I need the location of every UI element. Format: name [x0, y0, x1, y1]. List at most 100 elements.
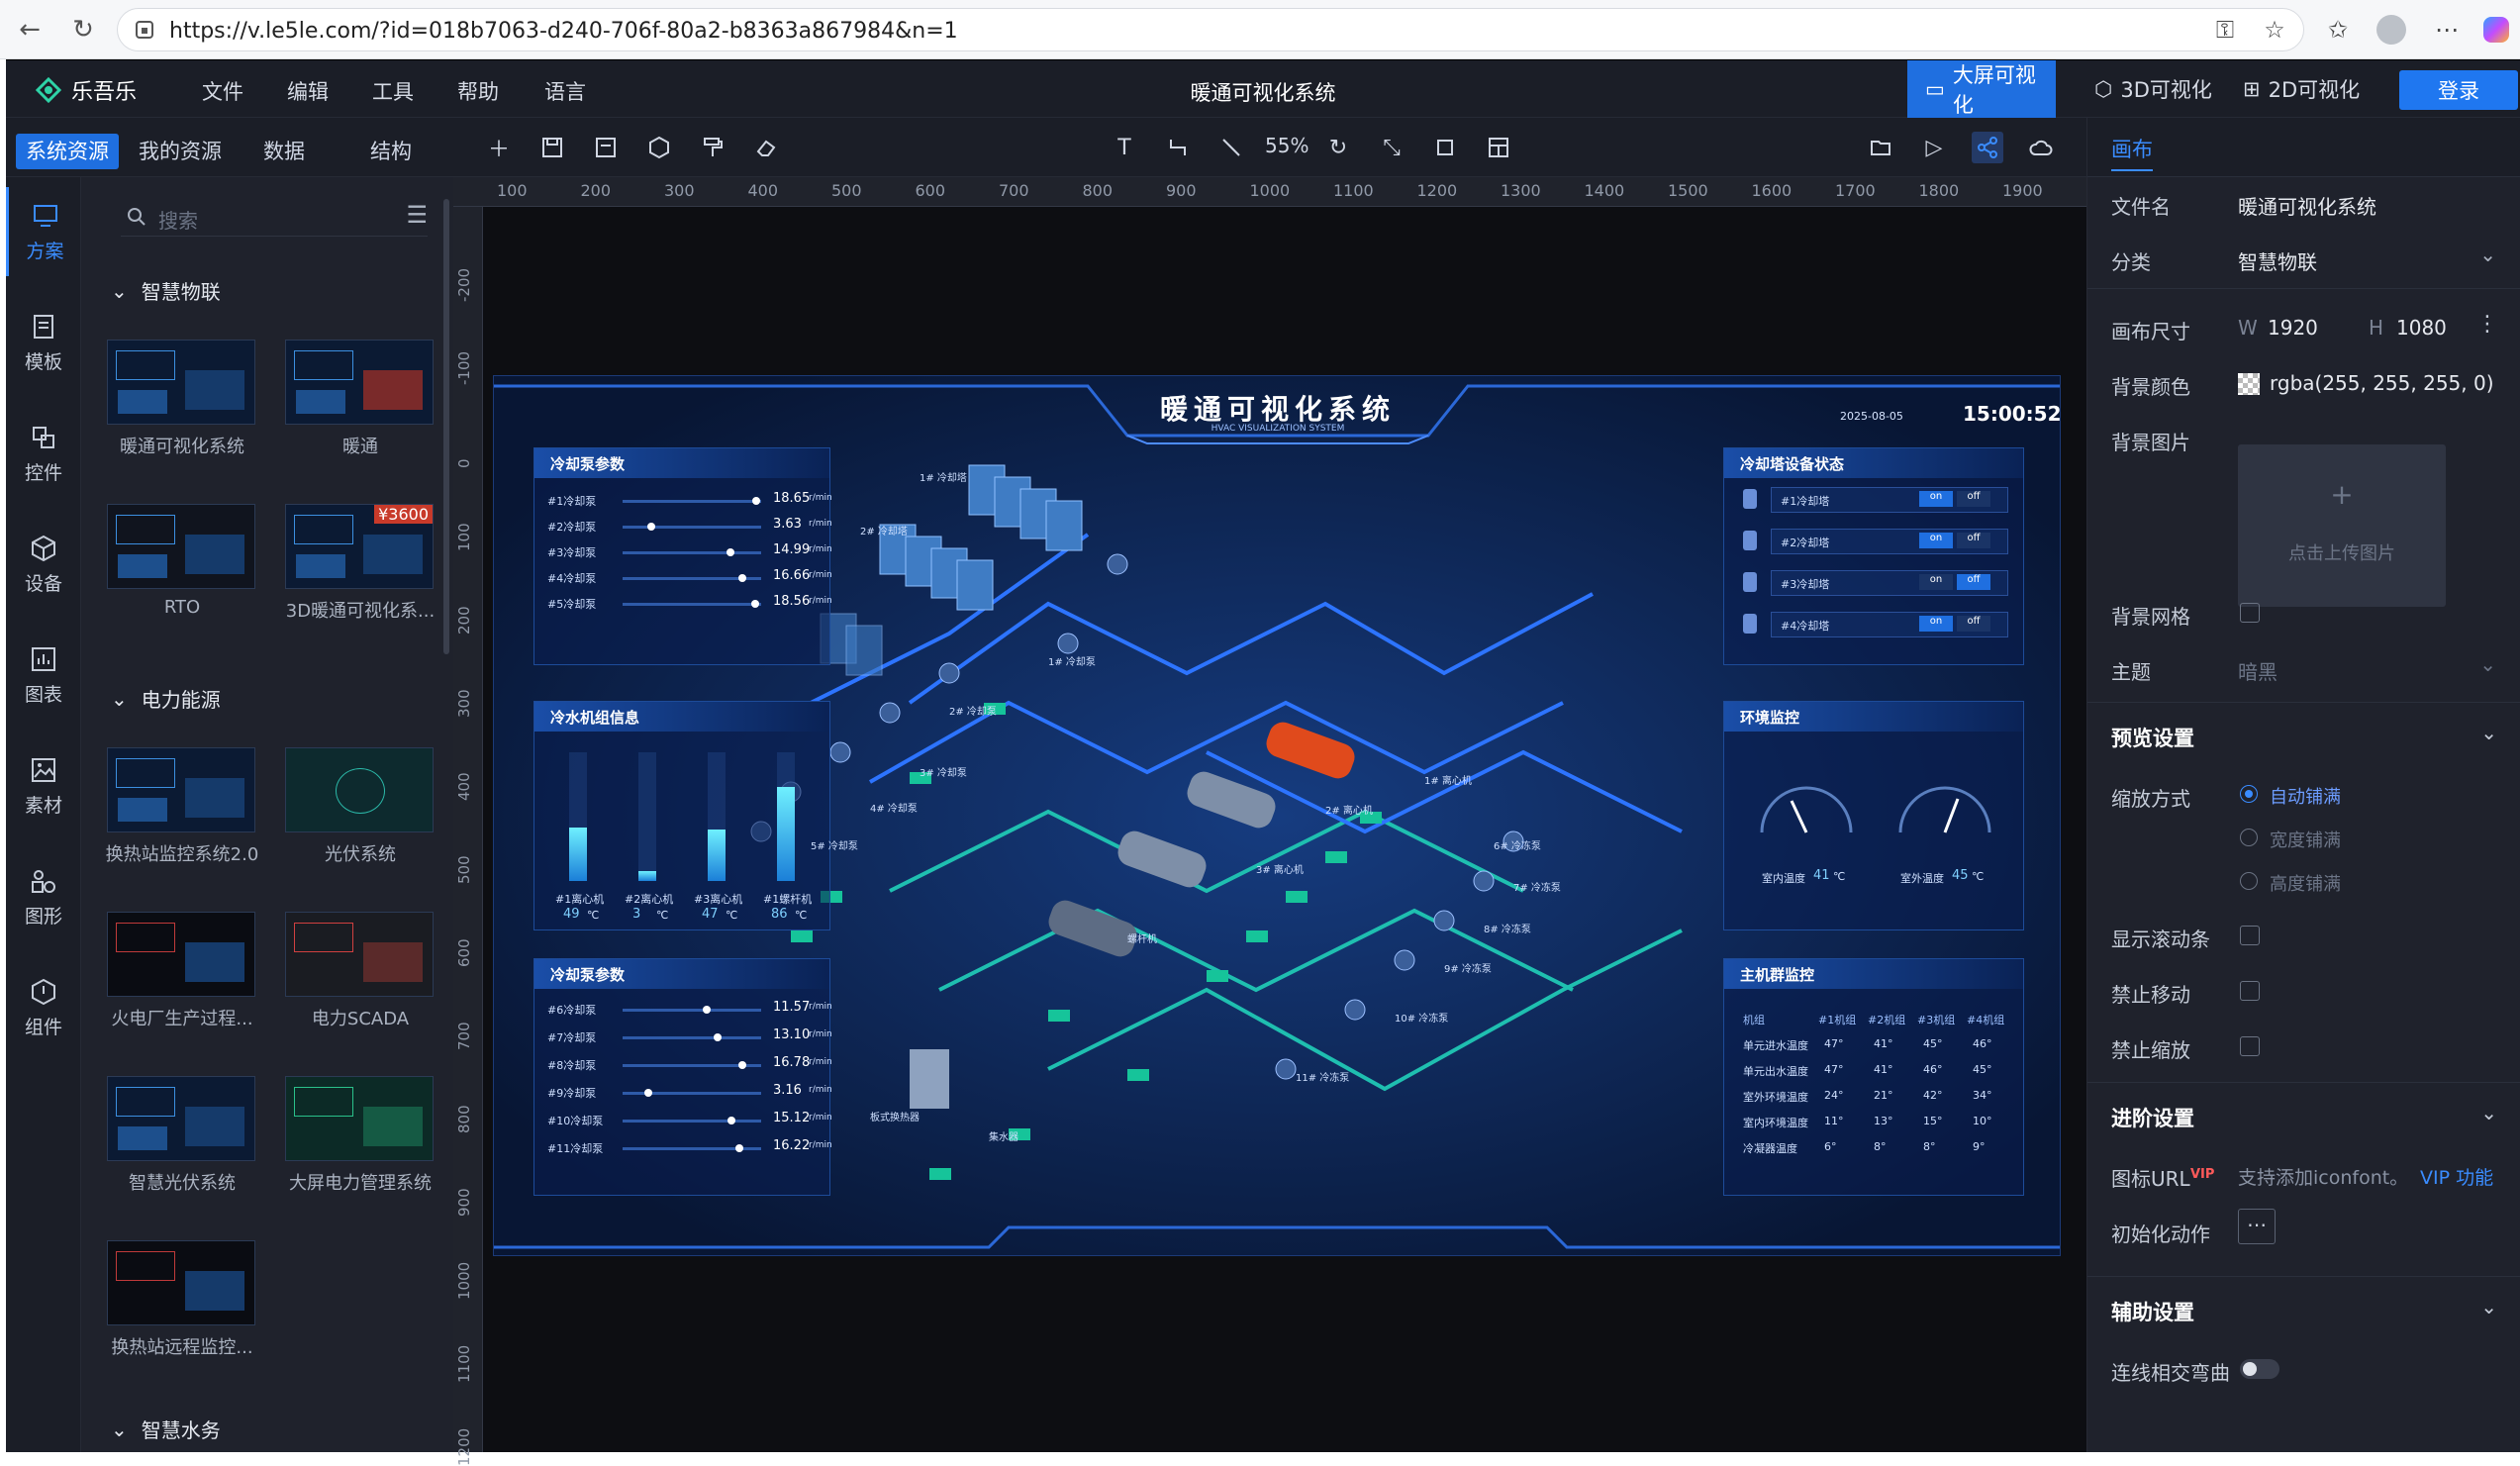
list-view-icon[interactable]: ☰	[406, 201, 428, 229]
assist-settings-section[interactable]: 辅助设置⌄	[2087, 1276, 2520, 1337]
bg-color-value[interactable]: rgba(255, 255, 255, 0)	[2270, 371, 2494, 395]
menu-language[interactable]: 语言	[544, 80, 586, 104]
share-icon[interactable]	[1972, 132, 2003, 163]
eraser-icon[interactable]	[750, 132, 782, 163]
template-thumbnail[interactable]: ¥3600	[285, 504, 434, 589]
zoom-level[interactable]: 55%	[1265, 134, 1309, 157]
on-button[interactable]: on	[1919, 533, 1953, 548]
dashboard-preview[interactable]: 暖通可视化系统 HVAC VISUALIZATION SYSTEM 2025-0…	[493, 375, 2061, 1256]
more-icon[interactable]: ⋯	[2435, 16, 2459, 44]
favorites-icon[interactable]: ✩	[2327, 16, 2349, 44]
sidebar-item-devices[interactable]: 设备	[6, 520, 81, 609]
menu-help[interactable]: 帮助	[457, 80, 499, 104]
category-header[interactable]: ⌄智慧水务	[111, 1415, 221, 1443]
tab-structure[interactable]: 结构	[370, 140, 412, 163]
component-icon[interactable]	[643, 132, 675, 163]
search-input[interactable]: 搜索 ☰	[121, 197, 428, 237]
preview-settings-section[interactable]: 预览设置⌄	[2087, 702, 2520, 763]
menu-file[interactable]: 文件	[202, 80, 243, 104]
tab-my-resources[interactable]: 我的资源	[139, 140, 222, 163]
vip-feature-link[interactable]: VIP 功能	[2420, 1167, 2494, 1189]
sidebar-item-widgets[interactable]: 控件	[6, 409, 81, 498]
play-icon[interactable]: ▷	[1925, 135, 1943, 160]
bg-grid-checkbox[interactable]	[2240, 603, 2260, 623]
straight-line-icon[interactable]	[1215, 132, 1247, 163]
square-icon[interactable]	[1429, 132, 1461, 163]
category-header[interactable]: ⌄电力能源	[111, 684, 221, 713]
line-icon[interactable]	[1162, 132, 1194, 163]
reset-icon[interactable]: ↻	[1328, 135, 1348, 160]
template-thumbnail[interactable]	[107, 340, 255, 425]
template-thumbnail[interactable]	[107, 912, 255, 997]
init-action-button[interactable]: ⋯	[2238, 1209, 2276, 1244]
add-icon[interactable]: ＋	[487, 138, 510, 162]
transparent-swatch-icon[interactable]	[2238, 373, 2260, 395]
sidebar-item-components[interactable]: 组件	[6, 963, 81, 1052]
chevron-down-icon[interactable]: ⌄	[2479, 243, 2496, 266]
scale-auto-radio[interactable]	[2240, 785, 2258, 803]
off-button[interactable]: off	[1957, 491, 1990, 507]
text-icon[interactable]: T	[1117, 135, 1131, 160]
login-button[interactable]: 登录	[2399, 70, 2518, 110]
height-input[interactable]: 1080	[2396, 316, 2447, 340]
tab-data[interactable]: 数据	[263, 140, 305, 163]
reload-icon[interactable]: ↻	[72, 15, 94, 45]
layout-icon[interactable]	[1483, 132, 1514, 163]
off-button[interactable]: off	[1957, 533, 1990, 548]
menu-edit[interactable]: 编辑	[287, 80, 329, 104]
resource-scrollbar[interactable]	[443, 199, 449, 654]
sidebar-item-templates[interactable]: 模板	[6, 298, 81, 387]
star-icon[interactable]: ☆	[2264, 16, 2285, 44]
file-name-field[interactable]: 暖通可视化系统	[2238, 195, 2376, 219]
cloud-icon[interactable]	[2025, 132, 2057, 163]
template-thumbnail[interactable]	[285, 1076, 434, 1161]
category-select[interactable]: 智慧物联	[2238, 250, 2317, 274]
on-button[interactable]: on	[1919, 574, 1953, 590]
address-bar[interactable]: https://v.le5le.com/?id=018b7063-d240-70…	[117, 8, 2304, 51]
3d-view-button[interactable]: ⬡ 3D可视化	[2077, 60, 2230, 118]
template-thumbnail[interactable]	[107, 1076, 255, 1161]
folder-lock-icon[interactable]	[1865, 132, 1896, 163]
save-as-icon[interactable]	[590, 132, 622, 163]
template-thumbnail[interactable]	[285, 747, 434, 832]
editor-canvas[interactable]: 暖通可视化系统 HVAC VISUALIZATION SYSTEM 2025-0…	[483, 207, 2086, 1452]
template-thumbnail[interactable]	[107, 504, 255, 589]
logo[interactable]: 乐吾乐	[36, 74, 137, 106]
sidebar-item-shapes[interactable]: 图形	[6, 852, 81, 941]
template-thumbnail[interactable]	[107, 747, 255, 832]
profile-avatar[interactable]	[2374, 12, 2409, 48]
tab-canvas[interactable]: 画布	[2087, 118, 2520, 177]
upload-image-button[interactable]: + 点击上传图片	[2238, 444, 2446, 607]
template-thumbnail[interactable]	[285, 340, 434, 425]
2d-view-button[interactable]: ⊞ 2D可视化	[2225, 60, 2377, 118]
theme-select[interactable]: 暗黑	[2238, 660, 2278, 684]
scale-width-radio[interactable]	[2240, 829, 2258, 846]
no-move-checkbox[interactable]	[2240, 981, 2260, 1001]
sidebar-item-charts[interactable]: 图表	[6, 631, 81, 720]
big-screen-view-button[interactable]: ▭ 大屏可视化	[1907, 60, 2056, 118]
off-button[interactable]: off	[1957, 574, 1990, 590]
chevron-down-icon[interactable]: ⌄	[2479, 652, 2496, 676]
width-input[interactable]: 1920	[2268, 316, 2318, 340]
category-header[interactable]: ⌄智慧物联	[111, 276, 221, 305]
key-icon[interactable]: ⚿	[2215, 16, 2235, 44]
site-info-icon[interactable]	[134, 19, 155, 41]
template-thumbnail[interactable]	[107, 1240, 255, 1325]
on-button[interactable]: on	[1919, 616, 1953, 632]
advanced-settings-section[interactable]: 进阶设置⌄	[2087, 1082, 2520, 1143]
back-icon[interactable]: ←	[19, 15, 41, 45]
scale-height-radio[interactable]	[2240, 872, 2258, 890]
line-cross-toggle[interactable]	[2240, 1359, 2279, 1379]
save-icon[interactable]	[536, 132, 568, 163]
shrink-icon[interactable]: ⤡	[1383, 135, 1401, 160]
more-options-icon[interactable]: ⋮	[2476, 312, 2498, 337]
format-painter-icon[interactable]	[697, 132, 728, 163]
no-zoom-checkbox[interactable]	[2240, 1036, 2260, 1056]
template-thumbnail[interactable]	[285, 912, 434, 997]
on-button[interactable]: on	[1919, 491, 1953, 507]
sidebar-item-materials[interactable]: 素材	[6, 741, 81, 831]
off-button[interactable]: off	[1957, 616, 1990, 632]
menu-tools[interactable]: 工具	[372, 80, 414, 104]
tab-system-resources[interactable]: 系统资源	[16, 134, 119, 169]
sidebar-item-plans[interactable]: 方案	[6, 187, 81, 276]
